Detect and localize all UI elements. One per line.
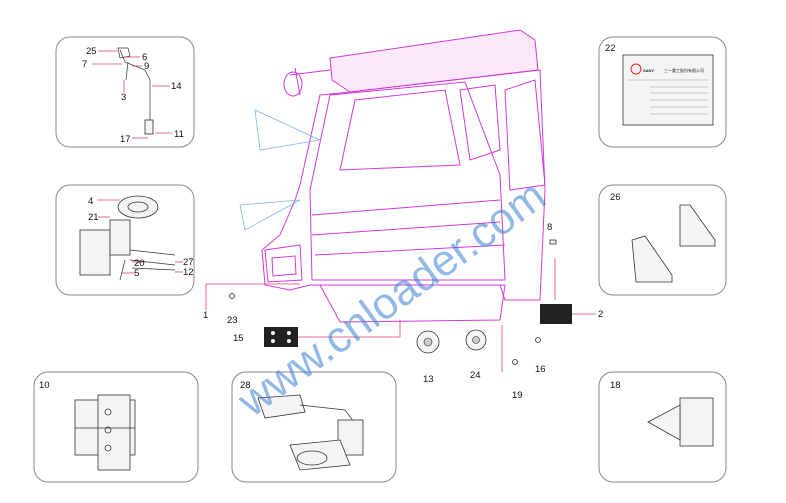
callout-labels: 25 6 7 9 3 14 17 11 22 4 21 20 5 27 12 2… xyxy=(39,43,621,401)
label-16: 16 xyxy=(535,364,546,375)
label-9: 9 xyxy=(144,61,149,72)
label-3: 3 xyxy=(121,92,126,103)
label-15: 15 xyxy=(233,333,244,344)
cab-assembly xyxy=(239,29,546,323)
label-23: 23 xyxy=(227,315,238,326)
box-cone xyxy=(598,371,727,483)
box-hinge xyxy=(33,371,199,483)
box-steering-pedal xyxy=(55,184,195,296)
label-19: 19 xyxy=(512,390,523,401)
box-washer-hose xyxy=(55,36,195,148)
box-door-lock xyxy=(231,371,397,483)
label-20: 20 xyxy=(134,258,145,269)
label-12: 12 xyxy=(183,267,194,278)
label-27: 27 xyxy=(183,257,194,268)
nameplate-brand: SANY xyxy=(643,68,654,73)
label-28: 28 xyxy=(240,380,251,391)
label-4: 4 xyxy=(88,196,93,207)
label-13: 13 xyxy=(423,374,434,385)
loose-parts xyxy=(205,239,596,372)
nameplate-subtitle: 三一重工股份有限公司 xyxy=(664,67,704,73)
label-17: 17 xyxy=(120,134,131,145)
label-10: 10 xyxy=(39,380,50,391)
label-11: 11 xyxy=(174,129,184,140)
label-6: 6 xyxy=(142,52,147,63)
label-18: 18 xyxy=(610,380,621,391)
label-22: 22 xyxy=(605,43,616,54)
label-25: 25 xyxy=(86,46,97,57)
label-2: 2 xyxy=(598,309,603,320)
label-14: 14 xyxy=(171,81,182,92)
box-nameplate: SANY 三一重工股份有限公司 xyxy=(598,36,727,148)
label-24: 24 xyxy=(470,370,481,381)
label-26: 26 xyxy=(610,192,621,203)
label-5: 5 xyxy=(134,268,139,279)
label-8: 8 xyxy=(547,222,552,233)
label-21: 21 xyxy=(88,212,99,223)
label-1: 1 xyxy=(203,310,208,321)
label-7: 7 xyxy=(82,59,87,70)
box-brackets xyxy=(598,184,727,296)
